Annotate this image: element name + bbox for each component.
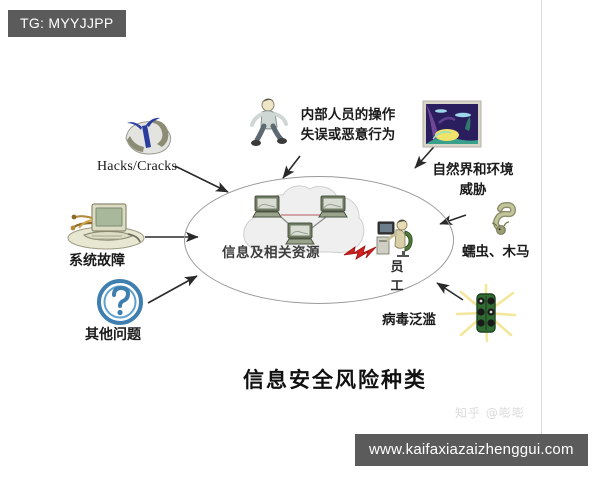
computer-node-icon bbox=[318, 195, 348, 221]
staff-label: 员工 bbox=[390, 260, 404, 294]
telegram-badge[interactable]: TG: MYYJJPP bbox=[8, 10, 126, 37]
person-at-desk-icon bbox=[375, 213, 417, 259]
page-title: 信息安全风险种类 bbox=[243, 368, 427, 392]
desktop-computer-icon bbox=[62, 198, 148, 252]
virus-burst-icon bbox=[455, 283, 517, 343]
other-problems-label: 其他问题 bbox=[85, 327, 141, 343]
virus-outbreak-label: 病毒泛滥 bbox=[382, 312, 436, 328]
insider-misuse-label: 内部人员的操作失误或恶意行为 bbox=[300, 107, 396, 143]
person-running-icon bbox=[248, 96, 288, 152]
landscape-picture-icon bbox=[421, 99, 483, 151]
computer-node-icon bbox=[285, 222, 315, 248]
natural-environment-label: 自然界和环境威胁 bbox=[432, 162, 514, 198]
page-divider bbox=[541, 0, 542, 438]
worm-icon bbox=[488, 195, 532, 239]
computer-node-icon bbox=[252, 195, 282, 221]
zhihu-watermark: 知乎 @嘭嘭 bbox=[455, 406, 525, 420]
information-assets-boundary bbox=[184, 176, 454, 304]
website-badge[interactable]: www.kaifaxiazaizhenggui.com bbox=[355, 434, 588, 466]
system-failure-label: 系统故障 bbox=[69, 253, 125, 269]
worms-trojans-label: 蠕虫、木马 bbox=[462, 244, 530, 260]
center-label: 信息及相关资源 bbox=[222, 245, 320, 261]
lightning-bolt-icon bbox=[342, 243, 380, 263]
hacks-cracks-label: Hacks/Cracks bbox=[97, 159, 178, 174]
rock-pickaxe-icon bbox=[120, 110, 176, 158]
question-mark-icon bbox=[96, 279, 144, 325]
